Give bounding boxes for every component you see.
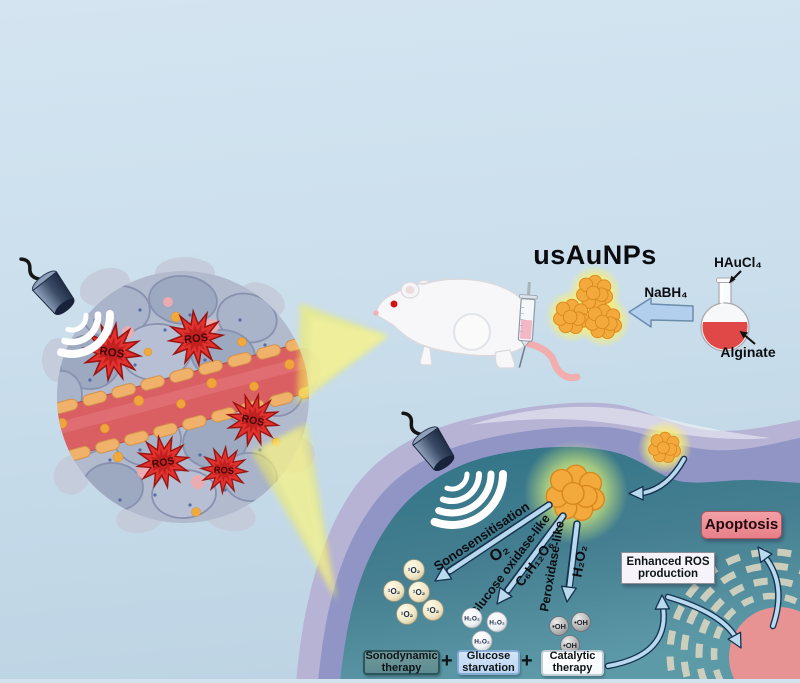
ros-starburst: ROS — [132, 431, 194, 493]
mouse-illustration — [373, 278, 581, 382]
figure-bottom-margin — [0, 679, 800, 683]
apoptosis-box: Apoptosis — [701, 511, 782, 539]
membrane-highlight — [470, 406, 770, 440]
ros-starburst: ROS — [198, 444, 250, 496]
h2o2-label: H₂O₂ — [474, 639, 490, 646]
glucose-starvation-box: Glucose starvation — [457, 650, 520, 675]
flask-icon — [700, 277, 750, 352]
h2o2-bubbles: H₂O₂ H₂O₂ H₂O₂ — [461, 607, 508, 652]
pathway-arrow-gox — [496, 512, 567, 605]
vessel-nanoparticles — [57, 359, 295, 434]
pathway-arrow-pod — [560, 520, 581, 603]
singlet-oxygen-label: ¹O₂ — [388, 587, 401, 596]
nucleus — [729, 607, 800, 683]
plus-sign: + — [521, 650, 533, 672]
plus-sign: + — [441, 650, 453, 672]
pathway-arrow-sono — [434, 501, 553, 582]
hydroxyl-radical-bubbles: •OH •OH •OH — [549, 612, 591, 655]
mouse-body — [375, 278, 534, 357]
tumor-inset: ROS ROS ROS ROS ROS — [11, 245, 321, 534]
ultrasound-waves-icon — [430, 470, 507, 529]
cancer-cell-inset: Sonosensitisation O₂ Glucose oxidase-lik… — [251, 400, 800, 683]
mouse-front-leg — [419, 345, 433, 366]
oh-label: •OH — [574, 618, 588, 627]
arrow-catalytic-to-ros — [604, 594, 670, 670]
mouse-tumor-outline — [453, 313, 491, 351]
h2o2-label: H₂O₂ — [489, 620, 505, 627]
stabilizer-label: Alginate — [720, 344, 775, 360]
ultrasound-probe-icon — [11, 245, 114, 358]
ros-label: ROS — [99, 346, 126, 361]
syringe-icon — [517, 281, 538, 368]
mouse-hind-leg — [494, 349, 516, 369]
singlet-oxygen-label: ¹O₂ — [413, 588, 426, 597]
singlet-oxygen-label: ¹O₂ — [408, 566, 421, 575]
ros-label: ROS — [184, 332, 209, 346]
singlet-oxygen-label: ¹O₂ — [427, 606, 440, 615]
precursor-label: HAuCl₄ — [714, 255, 762, 270]
uptake-arrow — [628, 455, 688, 501]
mouse-tail — [506, 336, 581, 382]
reaction-arrow — [628, 297, 694, 328]
sonodynamic-therapy-box: Sonodynamic therapy — [363, 650, 440, 675]
singlet-oxygen-bubbles: ¹O₂ ¹O₂ ¹O₂ ¹O₂ ¹O₂ — [383, 559, 444, 625]
ros-starburst: ROS — [79, 319, 145, 385]
ultrasound-waves-icon — [56, 310, 114, 358]
arrow-ros-to-nucleus — [664, 593, 742, 649]
mouse-nose — [373, 310, 379, 316]
ros-label: ROS — [151, 456, 175, 471]
catalytic-therapy-box: Catalytic therapy — [541, 650, 604, 676]
zoom-beam-cell — [251, 423, 337, 601]
substrate-label-h2o2: H₂O₂ — [569, 544, 589, 578]
blood-vessel — [57, 336, 309, 470]
oh-label: •OH — [563, 641, 577, 650]
mouse-eye — [390, 300, 398, 308]
enhanced-ros-box: Enhanced ROS production — [621, 552, 715, 584]
ros-label: ROS — [241, 414, 265, 429]
singlet-oxygen-label: ¹O₂ — [401, 610, 414, 619]
ros-starburst: ROS — [165, 307, 227, 369]
ros-starburst: ROS — [221, 388, 285, 452]
arrow-nucleus-to-apoptosis — [757, 546, 782, 630]
flask-liquid — [702, 322, 748, 350]
reducing-agent-label: NaBH₄ — [644, 285, 687, 300]
zoom-beam-tumor — [297, 303, 388, 405]
h2o2-label: H₂O₂ — [464, 616, 480, 623]
product-title: usAuNPs — [533, 240, 657, 270]
ultrasound-probe-icon — [393, 400, 507, 529]
er-structure — [666, 548, 800, 683]
oh-label: •OH — [552, 622, 566, 631]
ros-label: ROS — [214, 465, 235, 476]
vessel-wall-cells — [57, 336, 309, 470]
synthesis-scheme: NaBH₄ HAuCl₄ Alginate — [545, 255, 776, 360]
mouse-ear-inner — [405, 286, 415, 294]
